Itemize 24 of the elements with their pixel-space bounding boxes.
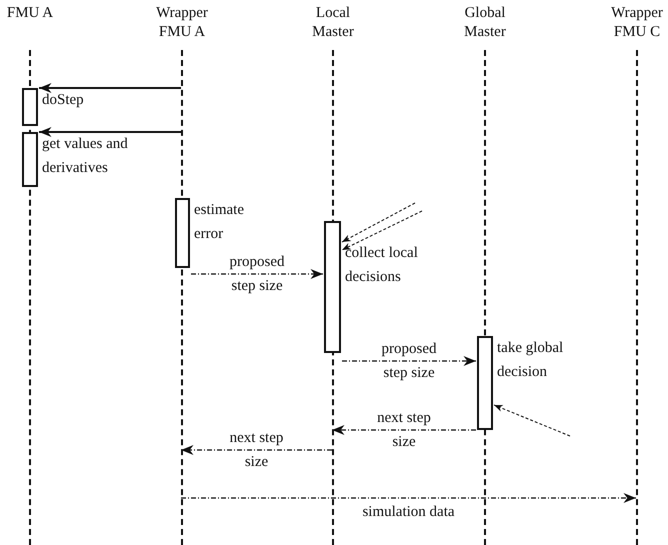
arrow [181, 493, 636, 503]
edge-label: next step size [228, 429, 284, 472]
lifeline-header: Wrapper FMU C [610, 4, 664, 42]
arrow [181, 445, 332, 455]
lifeline-header: Global Master [463, 4, 507, 42]
arrow [39, 127, 181, 137]
arrow [191, 269, 323, 279]
arrow [332, 425, 476, 435]
edge-label: next step size [376, 409, 432, 452]
edge-label: simulation data [361, 503, 456, 522]
lifeline-header: Local Master [311, 4, 355, 42]
step-label: collect local decisions [345, 244, 419, 287]
step-label: take global decision [497, 339, 564, 382]
arrow [342, 210, 422, 250]
arrow [39, 83, 181, 93]
edge-label: proposed step size [380, 340, 438, 383]
step-label: doStep [42, 91, 85, 110]
arrow [342, 356, 476, 366]
arrow [494, 404, 570, 436]
lifeline-header: FMU A [6, 4, 54, 23]
arrow [342, 202, 416, 242]
lifeline-header: Wrapper FMU A [155, 4, 209, 42]
step-label: get values and derivatives [42, 135, 129, 178]
edge-label: proposed step size [228, 253, 286, 296]
